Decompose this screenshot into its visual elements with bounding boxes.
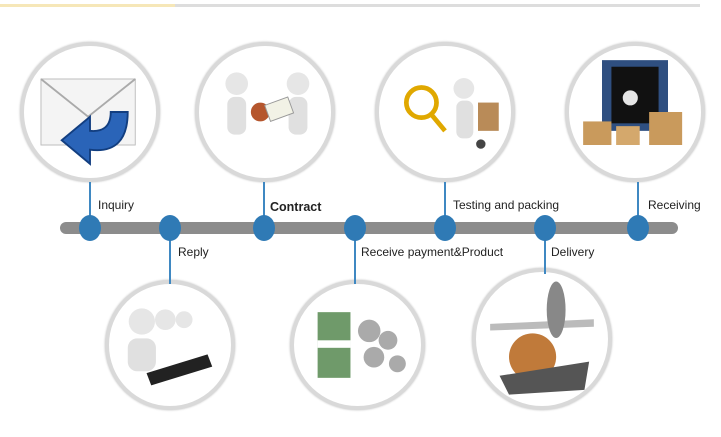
- connector-line: [169, 234, 171, 284]
- connector-line: [637, 182, 639, 222]
- top-divider-accent: [0, 4, 175, 7]
- timeline-dot-receiving: [627, 215, 649, 241]
- magnifier-cart-icon: [375, 42, 515, 182]
- step-label-testing: Testing and packing: [453, 198, 560, 212]
- top-divider: [0, 4, 700, 7]
- timeline-dot-testing: [434, 215, 456, 241]
- connector-line: [263, 182, 265, 222]
- call-center-icon: [105, 280, 235, 410]
- handshake-contract-icon: [195, 42, 335, 182]
- money-gears-icon: [290, 280, 425, 410]
- timeline-dot-delivery: [534, 215, 556, 241]
- timeline-dot-reply: [159, 215, 181, 241]
- timeline-dot-inquiry: [79, 215, 101, 241]
- step-label-payment: Receive payment&Product: [361, 245, 504, 259]
- timeline-bar: [60, 222, 678, 234]
- step-label-contract: Contract: [270, 200, 322, 214]
- connector-line: [544, 234, 546, 274]
- container-boxes-icon: [565, 42, 705, 182]
- connector-line: [444, 182, 446, 222]
- envelope-reply-icon: [20, 42, 160, 182]
- connector-line: [354, 234, 356, 284]
- step-label-delivery: Delivery: [551, 245, 595, 259]
- step-label-receiving: Receiving: [648, 198, 701, 212]
- step-label-reply: Reply: [178, 245, 209, 259]
- timeline-dot-contract: [253, 215, 275, 241]
- plane-ship-globe-icon: [472, 268, 612, 410]
- timeline-dot-payment: [344, 215, 366, 241]
- connector-line: [89, 182, 91, 222]
- step-label-inquiry: Inquiry: [98, 198, 135, 212]
